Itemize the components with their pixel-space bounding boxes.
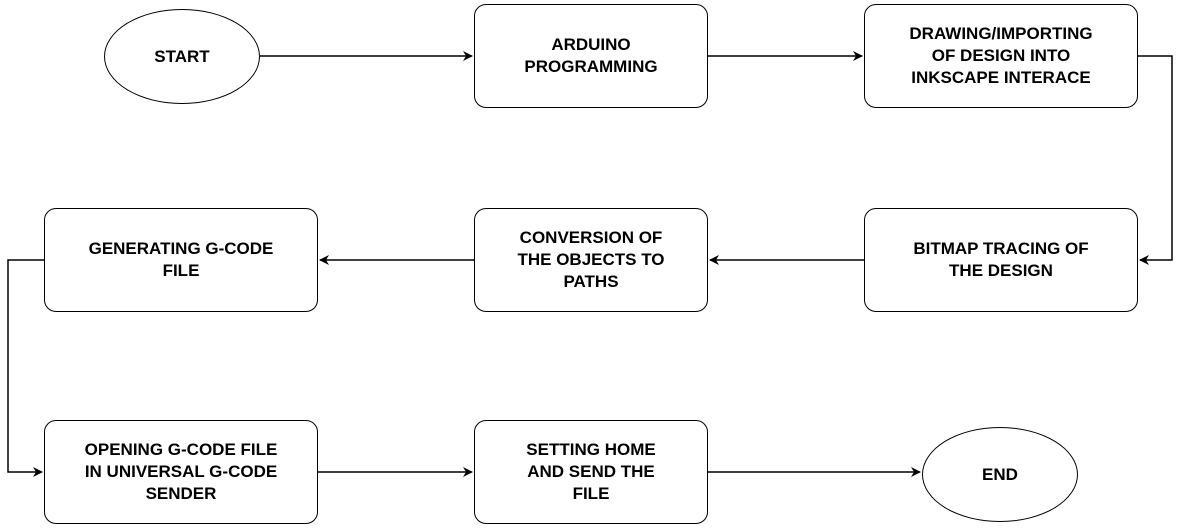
end-node: END bbox=[922, 427, 1078, 522]
conversion-to-paths-label: CONVERSION OF THE OBJECTS TO PATHS bbox=[517, 228, 665, 291]
arrow-generating-to-opening bbox=[7, 259, 44, 477]
generating-gcode-label: GENERATING G-CODE FILE bbox=[88, 239, 274, 280]
setting-home-step: SETTING HOME AND SEND THE FILE bbox=[474, 420, 708, 524]
arrow-drawing-to-bitmap bbox=[1138, 55, 1173, 265]
drawing-importing-step: DRAWING/IMPORTING OF DESIGN INTO INKSCAP… bbox=[864, 4, 1138, 108]
conversion-to-paths-step: CONVERSION OF THE OBJECTS TO PATHS bbox=[474, 208, 708, 312]
opening-gcode-file-step: OPENING G-CODE FILE IN UNIVERSAL G-CODE … bbox=[44, 420, 318, 524]
bitmap-tracing-step: BITMAP TRACING OF THE DESIGN bbox=[864, 208, 1138, 312]
start-node: START bbox=[104, 9, 260, 104]
drawing-importing-label: DRAWING/IMPORTING OF DESIGN INTO INKSCAP… bbox=[909, 24, 1093, 87]
end-label: END bbox=[982, 464, 1018, 484]
bitmap-tracing-label: BITMAP TRACING OF THE DESIGN bbox=[913, 239, 1089, 280]
start-label: START bbox=[154, 46, 210, 66]
generating-gcode-step: GENERATING G-CODE FILE bbox=[44, 208, 318, 312]
arduino-programming-step: ARDUINO PROGRAMMING bbox=[474, 4, 708, 108]
arduino-programming-label: ARDUINO PROGRAMMING bbox=[524, 35, 658, 76]
setting-home-label: SETTING HOME AND SEND THE FILE bbox=[526, 440, 656, 503]
opening-gcode-file-label: OPENING G-CODE FILE IN UNIVERSAL G-CODE … bbox=[84, 440, 278, 503]
